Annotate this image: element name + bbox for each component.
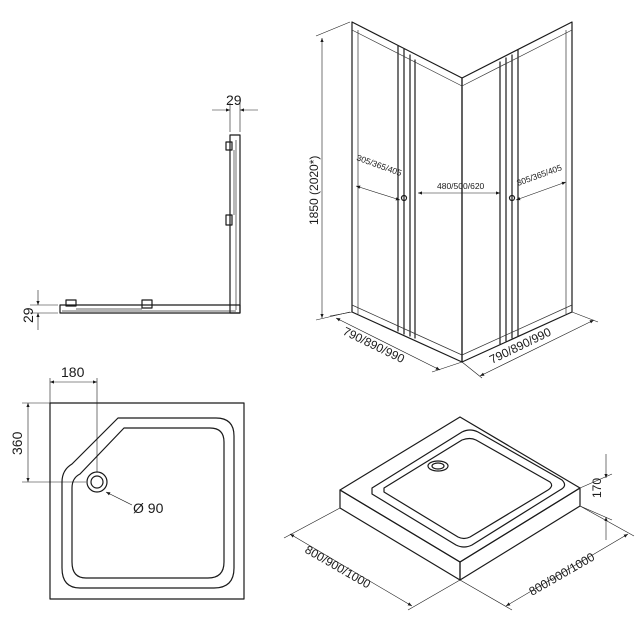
left-door-opening-label: 305/365/405: [355, 152, 403, 178]
tray-left-width-label: 800/900/1000: [303, 542, 374, 591]
front-door-opening-label: 480/500/620: [437, 181, 485, 191]
dim-tray-right-width: 800/900/1000: [459, 505, 635, 611]
drain-offset-y-label: 360: [9, 431, 25, 455]
dim-tray-height: 170: [579, 454, 613, 540]
drain-diameter-label: Ø 90: [133, 500, 164, 516]
dim-drain-offset-y: 360: [9, 402, 86, 483]
cabin-right-side: [461, 21, 573, 363]
shower-cabin-view: 305/365/405 480/500/620 305/365/405 1850…: [307, 21, 599, 379]
drain-inner-icon: [90, 475, 104, 489]
drain-offset-x-label: 180: [61, 364, 85, 380]
vertical-profile-width-label: 29: [226, 92, 242, 108]
cabin-left-width-label: 790/890/990: [341, 324, 407, 366]
cabin-left-side: [351, 21, 463, 363]
horizontal-profile-height-label: 29: [20, 307, 36, 323]
vertical-profile: [225, 134, 241, 314]
right-door-handle-icon: [508, 194, 516, 202]
iso-drain-icon: [427, 460, 449, 472]
dim-cabin-right-width: 790/890/990: [461, 311, 599, 379]
dim-drain-offset-x: 180: [49, 364, 98, 472]
dim-cabin-height: 1850 (2020*): [307, 21, 351, 321]
dim-vertical-profile-width: 29: [212, 92, 258, 132]
left-door-handle-icon: [400, 194, 408, 202]
drain-outer-icon: [86, 471, 108, 493]
right-door-opening-label: 305/365/405: [515, 162, 563, 188]
horizontal-profile: [59, 299, 241, 314]
dim-tray-left-width: 800/900/1000: [283, 507, 461, 611]
tray-isometric-view: 170 800/900/1000 800/900/1000: [283, 416, 635, 611]
tray-plan-view: Ø 90 180 360: [9, 364, 245, 600]
dim-cabin-left-width: 790/890/990: [329, 311, 463, 373]
tray-height-label: 170: [590, 478, 604, 498]
side-profile-view: 29 29: [20, 92, 258, 330]
tray-right-width-label: 800/900/1000: [527, 550, 598, 599]
cabin-height-label: 1850 (2020*): [307, 156, 321, 225]
dim-horizontal-profile-height: 29: [20, 290, 58, 330]
